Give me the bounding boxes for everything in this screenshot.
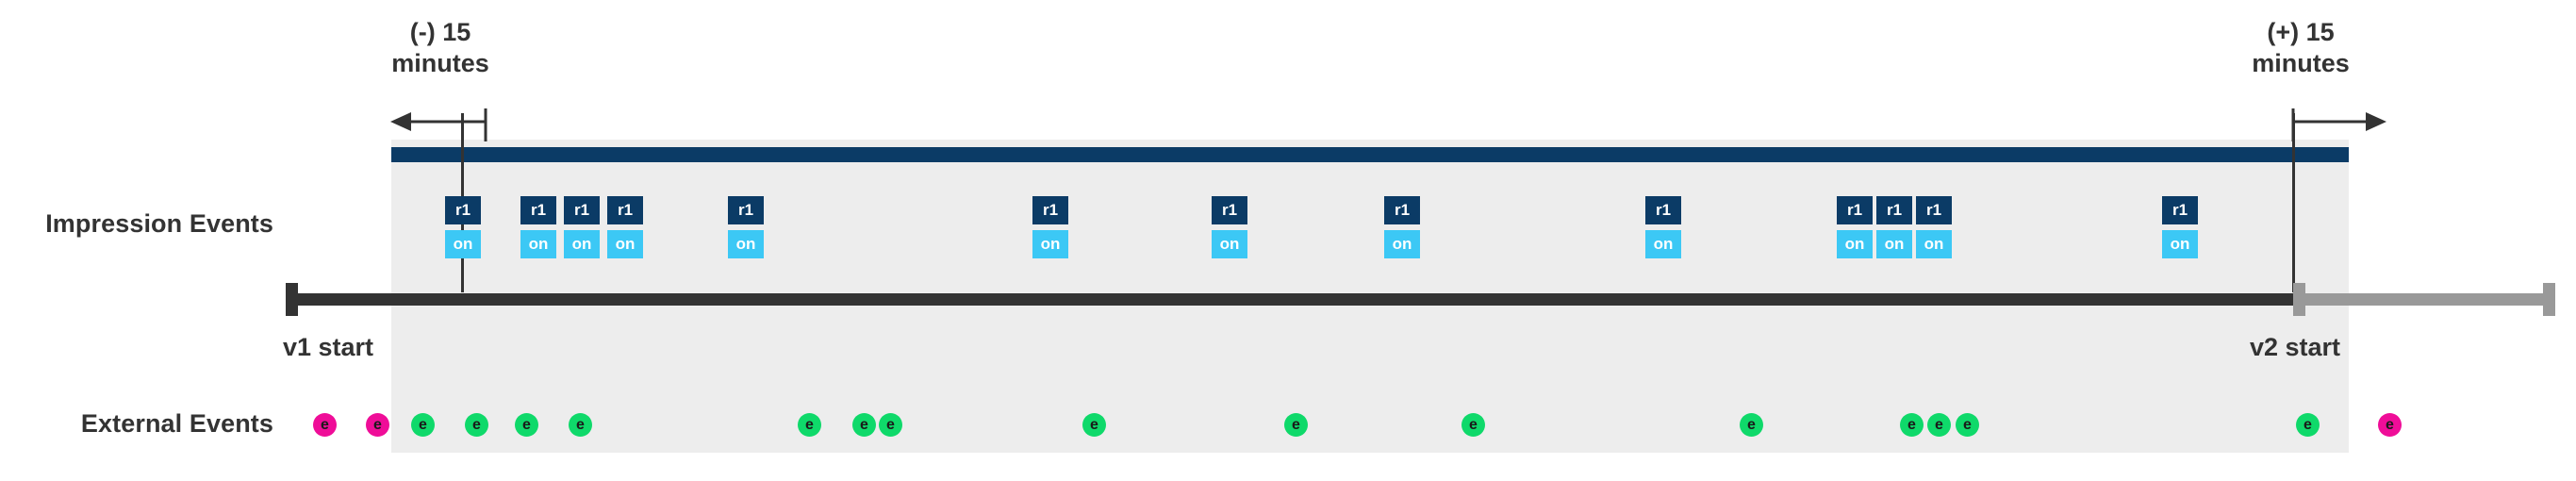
impression-badge-stack[interactable]: r1 on — [607, 196, 643, 258]
state-badge: on — [564, 230, 600, 258]
external-event-dot-in-window[interactable]: e — [1927, 413, 1951, 437]
rule-badge: r1 — [1645, 196, 1681, 224]
callout-right-text: (+) 15 minutes — [2206, 17, 2395, 79]
state-badge: on — [1212, 230, 1247, 258]
rule-badge: r1 — [520, 196, 556, 224]
external-event-dot-in-window[interactable]: e — [1284, 413, 1308, 437]
external-event-dot-in-window[interactable]: e — [1900, 413, 1924, 437]
row-label-impression-events: Impression Events — [45, 209, 273, 238]
external-event-dot-in-window[interactable]: e — [1082, 413, 1106, 437]
version-active-bar — [391, 147, 2349, 162]
v1-start-label: v1 start — [282, 333, 374, 361]
impression-badge-stack[interactable]: r1 on — [1645, 196, 1681, 258]
rule-badge: r1 — [728, 196, 764, 224]
external-event-dot-in-window[interactable]: e — [798, 413, 821, 437]
rule-badge: r1 — [607, 196, 643, 224]
rule-badge: r1 — [2162, 196, 2198, 224]
external-event-dot-in-window[interactable]: e — [515, 413, 538, 437]
impression-badge-stack[interactable]: r1 on — [564, 196, 600, 258]
external-event-dot-in-window[interactable]: e — [879, 413, 902, 437]
callout-right-arrow-icon — [2291, 108, 2386, 141]
external-event-dot-out-of-window[interactable]: e — [2378, 413, 2402, 437]
impression-badge-stack[interactable]: r1 on — [1212, 196, 1247, 258]
rule-badge: r1 — [1876, 196, 1912, 224]
state-badge: on — [2162, 230, 2198, 258]
callout-right-line1: (+) 15 — [2267, 18, 2335, 46]
rule-badge: r1 — [1384, 196, 1420, 224]
external-event-dot-out-of-window[interactable]: e — [313, 413, 337, 437]
v1-timeline-bar — [286, 293, 2293, 306]
external-event-dot-in-window[interactable]: e — [569, 413, 592, 437]
rule-badge: r1 — [1032, 196, 1068, 224]
external-event-dot-in-window[interactable]: e — [1740, 413, 1763, 437]
state-badge: on — [1032, 230, 1068, 258]
callout-left-line2: minutes — [391, 49, 489, 77]
impression-badge-stack[interactable]: r1 on — [2162, 196, 2198, 258]
window-end-guide-line — [2292, 113, 2295, 292]
external-event-dot-in-window[interactable]: e — [1461, 413, 1485, 437]
v2-start-label: v2 start — [2249, 333, 2341, 361]
impression-badge-stack[interactable]: r1 on — [520, 196, 556, 258]
callout-left-text: (-) 15 minutes — [346, 17, 535, 79]
impression-badge-stack[interactable]: r1 on — [1032, 196, 1068, 258]
callout-left-line1: (-) 15 — [409, 18, 471, 46]
rule-badge: r1 — [445, 196, 481, 224]
impression-badge-stack[interactable]: r1 on — [1916, 196, 1952, 258]
external-event-dot-in-window[interactable]: e — [465, 413, 488, 437]
external-event-dot-in-window[interactable]: e — [2296, 413, 2320, 437]
external-event-dot-in-window[interactable]: e — [852, 413, 876, 437]
external-event-dot-in-window[interactable]: e — [411, 413, 435, 437]
state-badge: on — [1876, 230, 1912, 258]
state-badge: on — [520, 230, 556, 258]
rule-badge: r1 — [1837, 196, 1873, 224]
state-badge: on — [728, 230, 764, 258]
state-badge: on — [1916, 230, 1952, 258]
impression-badge-stack[interactable]: r1 on — [728, 196, 764, 258]
state-badge: on — [1645, 230, 1681, 258]
impression-badge-stack[interactable]: r1 on — [1384, 196, 1420, 258]
callout-left-arrow-icon — [390, 108, 487, 141]
row-label-external-events: External Events — [80, 409, 273, 438]
rule-badge: r1 — [564, 196, 600, 224]
impression-badge-stack[interactable]: r1 on — [445, 196, 481, 258]
callout-right-line2: minutes — [2252, 49, 2350, 77]
state-badge: on — [445, 230, 481, 258]
v2-end-cap — [2543, 283, 2555, 316]
v2-start-cap — [2293, 283, 2305, 316]
rule-badge: r1 — [1212, 196, 1247, 224]
external-event-dot-out-of-window[interactable]: e — [366, 413, 389, 437]
v2-timeline-bar — [2293, 293, 2555, 306]
impression-badge-stack[interactable]: r1 on — [1837, 196, 1873, 258]
external-event-dot-in-window[interactable]: e — [1956, 413, 1979, 437]
rule-badge: r1 — [1916, 196, 1952, 224]
state-badge: on — [1384, 230, 1420, 258]
impression-badge-stack[interactable]: r1 on — [1876, 196, 1912, 258]
state-badge: on — [1837, 230, 1873, 258]
state-badge: on — [607, 230, 643, 258]
